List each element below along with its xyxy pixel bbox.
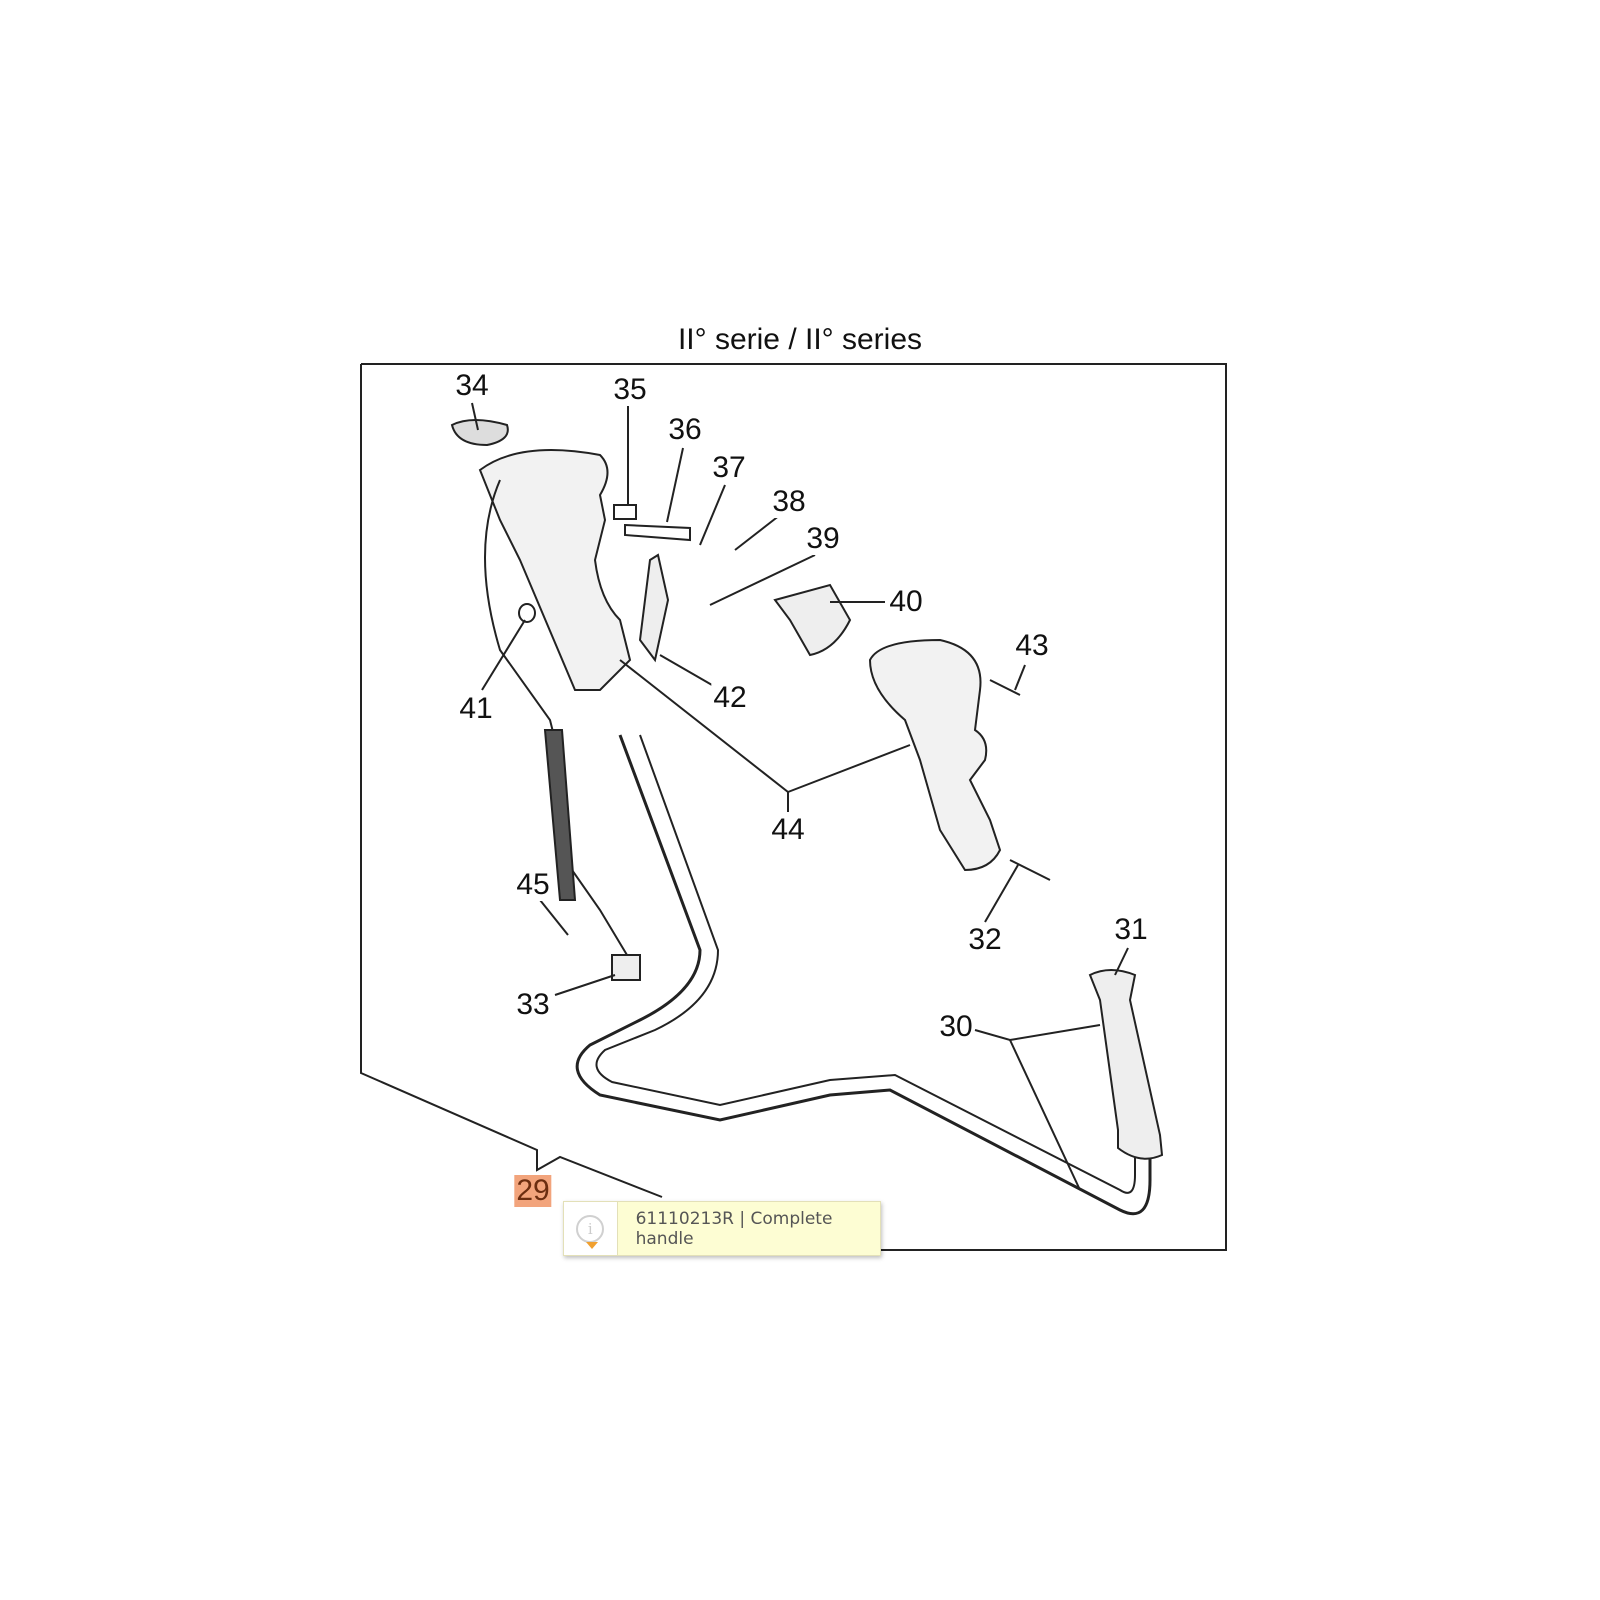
handlebar-tube	[575, 734, 1152, 1216]
callout-41[interactable]: 41	[457, 692, 495, 725]
callout-34[interactable]: 34	[453, 369, 491, 402]
callout-40[interactable]: 40	[887, 585, 925, 618]
callout-29-highlighted[interactable]: 29	[514, 1174, 552, 1207]
part-41	[518, 603, 536, 623]
caret-down-icon	[586, 1242, 598, 1249]
leader-lines	[471, 402, 1129, 1191]
callout-38[interactable]: 38	[770, 485, 808, 518]
part-32	[1009, 859, 1051, 881]
assembly-frame	[360, 363, 1227, 1251]
callout-39[interactable]: 39	[804, 522, 842, 555]
part-42	[638, 553, 670, 663]
tooltip-icon-box: i	[564, 1202, 618, 1255]
info-icon: i	[576, 1214, 605, 1243]
callout-45[interactable]: 45	[514, 868, 552, 901]
diagram-title: II° serie / II° series	[677, 323, 923, 356]
grip-31	[1088, 969, 1164, 1160]
part-tooltip: i 61110213R | Complete handle	[563, 1201, 881, 1256]
callout-43[interactable]: 43	[1013, 629, 1051, 662]
throttle-handle-shell	[868, 638, 1002, 872]
callout-31[interactable]: 31	[1112, 913, 1150, 946]
handle-body	[478, 449, 632, 691]
part-40	[773, 583, 852, 657]
callout-36[interactable]: 36	[666, 413, 704, 446]
part-43	[989, 679, 1021, 696]
callout-42[interactable]: 42	[711, 681, 749, 714]
part-34	[450, 419, 509, 447]
callout-33[interactable]: 33	[514, 988, 552, 1021]
callout-35[interactable]: 35	[611, 373, 649, 406]
connector-33	[611, 954, 641, 981]
tooltip-text: 61110213R | Complete handle	[635, 1208, 833, 1249]
cable-sheath	[543, 729, 577, 901]
handlebar-tube-inner	[595, 734, 1136, 1194]
callout-30[interactable]: 30	[937, 1010, 975, 1043]
callout-37[interactable]: 37	[710, 451, 748, 484]
callout-32[interactable]: 32	[966, 923, 1004, 956]
part-36	[624, 523, 691, 542]
part-35	[613, 504, 637, 520]
callout-44[interactable]: 44	[769, 813, 807, 846]
